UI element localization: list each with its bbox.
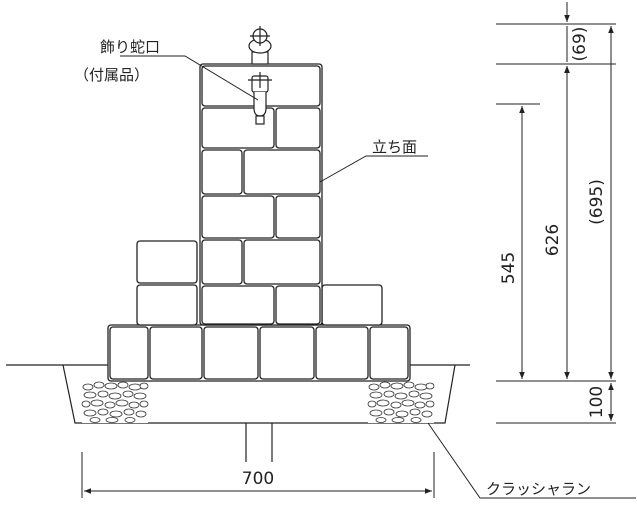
- faucet-top-icon: [248, 26, 272, 65]
- standing-face-label: 立ち面: [372, 138, 417, 156]
- right-step-block: [321, 284, 383, 326]
- standing-column: [199, 63, 323, 326]
- crusher-run-right: [367, 381, 435, 423]
- faucet-name-label: 飾り蛇口: [100, 38, 160, 56]
- faucet-note-label: （付属品）: [74, 66, 149, 84]
- height-626-value: 626: [543, 224, 563, 256]
- height-extension-lines: [496, 23, 616, 424]
- drain-pipe: [245, 423, 273, 462]
- crusher-run-label: クラッシャラン: [486, 480, 591, 498]
- faucet-tap-icon: [248, 72, 272, 125]
- excavation-pit: [62, 364, 456, 424]
- total-height-value: (695): [587, 179, 607, 225]
- left-step-blocks: [136, 240, 198, 326]
- faucet-height-value: (69): [570, 27, 590, 62]
- width-dimension: [81, 452, 435, 498]
- base-blocks: [107, 324, 411, 382]
- base-depth-value: 100: [587, 386, 607, 418]
- crusher-run-left: [81, 381, 149, 423]
- leader-lines: [120, 55, 636, 499]
- height-545-value: 545: [499, 252, 519, 284]
- width-value: 700: [242, 469, 274, 489]
